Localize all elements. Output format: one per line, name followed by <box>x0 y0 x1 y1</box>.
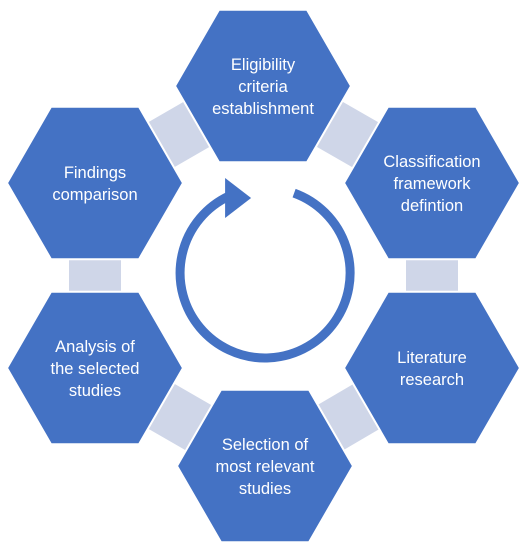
step-label-literature: Literature research <box>397 349 467 389</box>
step-label-classification: Classification framework defintion <box>383 153 480 215</box>
step-literature: Literature research <box>342 290 522 446</box>
step-label-selection: Selection of most relevant studies <box>215 436 314 498</box>
arrow-head-icon <box>225 178 252 218</box>
step-label-line: studies <box>69 382 121 400</box>
step-classification: Classification framework defintion <box>342 105 522 261</box>
step-label-line: Literature <box>397 349 467 367</box>
hexagon-classification <box>342 105 522 261</box>
step-label-line: research <box>400 371 464 389</box>
step-label-line: most relevant <box>215 458 314 476</box>
hexagon-literature <box>342 290 522 446</box>
step-label-analysis: Analysis of the selected studies <box>51 338 140 400</box>
step-label-eligibility: Eligibility criteria establishment <box>212 56 314 118</box>
step-label-line: establishment <box>212 100 314 118</box>
step-eligibility: Eligibility criteria establishment <box>173 8 353 164</box>
hexagon-eligibility <box>173 8 353 164</box>
hexagon-analysis <box>5 290 185 446</box>
step-label-line: Eligibility <box>231 56 296 74</box>
step-label-line: defintion <box>401 197 463 215</box>
hexagon-findings <box>5 105 185 261</box>
step-findings: Findings comparison <box>5 105 185 261</box>
center-cycle <box>175 178 355 363</box>
step-label-line: Classification <box>383 153 480 171</box>
step-label-findings: Findings comparison <box>52 164 137 204</box>
circular-arrow-icon <box>175 188 355 363</box>
step-label-line: the selected <box>51 360 140 378</box>
step-label-line: framework <box>393 175 471 193</box>
step-label-line: criteria <box>238 78 288 96</box>
step-label-line: comparison <box>52 186 137 204</box>
step-label-line: Findings <box>64 164 126 182</box>
step-label-line: Analysis of <box>55 338 135 356</box>
hexagon-selection <box>175 388 355 544</box>
hexagon-layer: Eligibility criteria establishmentClassifi… <box>5 8 522 544</box>
step-analysis: Analysis of the selected studies <box>5 290 185 446</box>
step-label-line: Selection of <box>222 436 309 454</box>
step-label-line: studies <box>239 480 291 498</box>
step-selection: Selection of most relevant studies <box>175 388 355 544</box>
